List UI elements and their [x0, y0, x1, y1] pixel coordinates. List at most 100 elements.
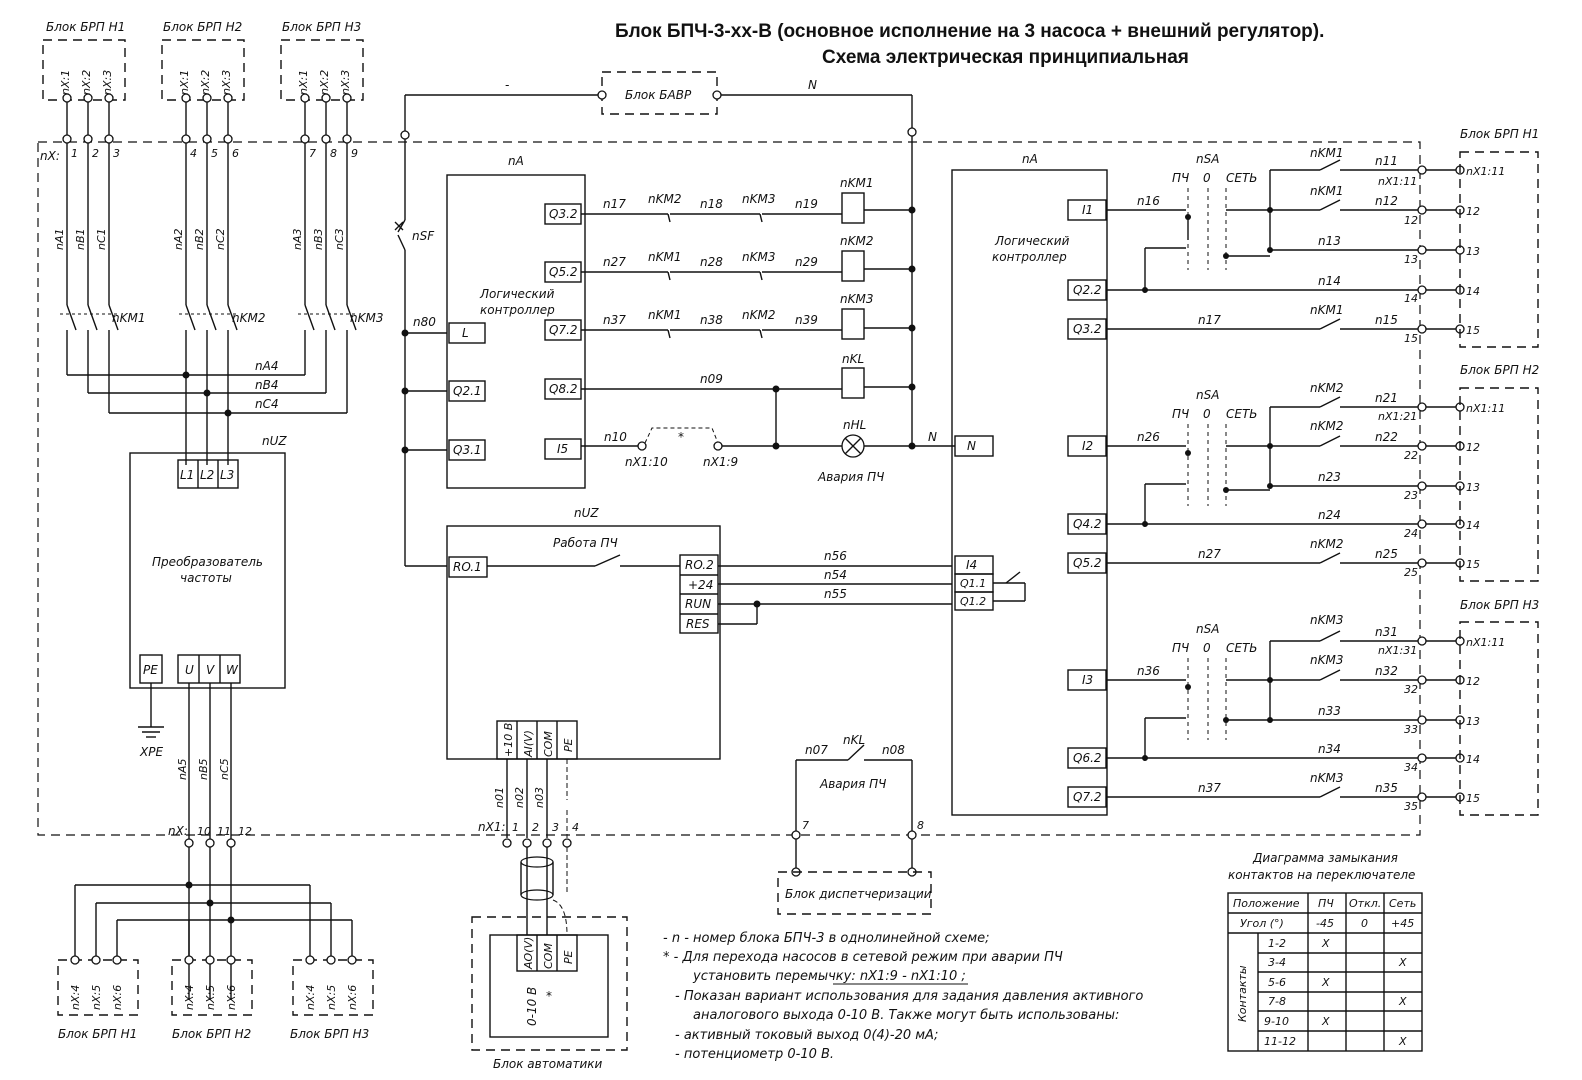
auto-t-com: COM	[542, 943, 555, 969]
kl-wire: n09	[700, 372, 723, 386]
cc-in-Q31: Q3.1	[453, 443, 482, 457]
vfd-ref: nUZ	[262, 434, 287, 448]
rung-1	[581, 192, 916, 224]
bavr-block	[400, 71, 917, 140]
rung-2	[581, 250, 916, 282]
disp-t1: 7	[802, 819, 809, 832]
cc-out-Q32: Q3.2	[549, 207, 578, 221]
phase-wires-top	[66, 98, 348, 305]
rc-name-2: контроллер	[992, 250, 1067, 264]
disp-name: Блок диспетчеризации	[785, 887, 932, 901]
rc-I1: I1	[1082, 203, 1093, 217]
r2-w3: n29	[795, 255, 818, 269]
bottom-distribution	[74, 881, 353, 958]
disp-w2: n08	[882, 743, 905, 757]
bottom-brp-1-term-2: nX:5	[90, 985, 103, 1010]
sg3-bt5: 15	[1466, 792, 1480, 805]
r1-w1: n17	[603, 197, 626, 211]
sg1-bt3: 13	[1466, 245, 1480, 258]
bottom-brp-2-term-1: nX:4	[183, 985, 196, 1010]
cc-in-L: L	[462, 326, 469, 340]
bottom-brp-1-name: Блок БРП Н1	[58, 1027, 137, 1041]
vfd-b-pe: PE	[562, 738, 575, 752]
sg3-w5: n37	[1198, 781, 1221, 795]
sg3-w4: n34	[1318, 742, 1341, 756]
sg2-p1: ПЧ	[1172, 407, 1189, 421]
vfd-b-10v: +10 В	[502, 723, 515, 757]
bus-nB4: nB4	[255, 378, 278, 392]
sg3-bt1: nX1:11	[1466, 636, 1505, 649]
rc-Q42: Q4.2	[1073, 517, 1102, 531]
note-4: - Показан вариант использования для зада…	[675, 989, 1143, 1004]
contactor-contacts	[60, 304, 357, 413]
main-term-7: 7	[309, 147, 316, 160]
vfd-ctrl-ref: nUZ	[574, 506, 599, 520]
rc-Q52: Q5.2	[1073, 556, 1102, 570]
sg1-bt2: 12	[1466, 205, 1480, 218]
auto-star: *	[546, 989, 552, 1003]
bottom-term-11: 11	[217, 825, 231, 838]
main-term-3: 3	[113, 147, 120, 160]
w-n02: n02	[513, 787, 526, 808]
note-6: - активный токовый выход 0(4)-20 мА;	[675, 1028, 938, 1043]
lamp-text: Авария ПЧ	[817, 470, 884, 484]
kl-coil: nKL	[842, 352, 864, 366]
sg1-r2: 12	[1404, 214, 1418, 227]
note-7: - потенциометр 0-10 В.	[675, 1047, 834, 1062]
lamp-label: nHL	[843, 418, 866, 432]
r1-coil: nKM1	[840, 176, 873, 190]
ground-label: XPE	[139, 745, 163, 759]
sg3-bt3: 13	[1466, 715, 1480, 728]
sg3-r4: 34	[1404, 761, 1418, 774]
ct-r1-0: 3-4	[1268, 956, 1286, 969]
top-brp-2-term-1: nX:1	[178, 70, 191, 95]
rc-I4: I4	[966, 558, 977, 572]
switch-group-3	[1106, 621, 1539, 816]
main-term-9: 9	[351, 147, 358, 160]
ct-r0-0: 1-2	[1268, 937, 1286, 950]
r1-c2: nKM3	[742, 192, 775, 206]
rung-kl	[581, 367, 916, 446]
bottom-brp-3-term-2: nX:5	[325, 985, 338, 1010]
vfd-b-com: COM	[542, 731, 555, 757]
jumper-a: nX1:10	[625, 455, 668, 469]
bottom-brp-3-name: Блок БРП Н3	[290, 1027, 369, 1041]
phase-nA3: nA3	[291, 229, 304, 251]
vfd-run-text: Работа ПЧ	[553, 536, 618, 550]
sg1-km-b: nKM1	[1310, 184, 1343, 198]
n-label-center: N	[928, 430, 937, 444]
sg2-km-a: nKM2	[1310, 381, 1343, 395]
sg3-bt4: 14	[1466, 753, 1480, 766]
ct-r3-3: X	[1398, 995, 1407, 1008]
phase-nC3: nC3	[333, 228, 346, 250]
nx-bottom-label: nX:	[168, 824, 188, 838]
disp-w1: n07	[805, 743, 828, 757]
main-term-2: 2	[92, 147, 99, 160]
nx1-t4: 4	[572, 821, 579, 834]
sg2-w2: n22	[1375, 430, 1398, 444]
ct-h-2: Откл.	[1349, 897, 1381, 910]
main-enclosure	[37, 141, 1421, 836]
bottom-brp-1-term-1: nX:4	[69, 985, 82, 1010]
switch-group-1	[1106, 151, 1539, 348]
r1-w2: n18	[700, 197, 723, 211]
nx1-t1: 1	[512, 821, 519, 834]
disp-kl: nKL	[843, 733, 865, 747]
r3-w2: n38	[700, 313, 723, 327]
r2-coil: nKM2	[840, 234, 873, 248]
bottom-brp-2-term-2: nX:5	[204, 985, 217, 1010]
r1-w3: n19	[795, 197, 818, 211]
sg2-w3: n23	[1318, 470, 1341, 484]
bottom-term-10: 10	[197, 825, 211, 838]
vfd-control-block	[446, 525, 952, 760]
ct-h-1: ПЧ	[1318, 897, 1334, 910]
sg1-bt4: 14	[1466, 285, 1480, 298]
sg1-r1: nX1:11	[1378, 175, 1417, 188]
top-brp-2-term-3: nX:3	[220, 70, 233, 95]
r3-c2: nKM2	[742, 308, 775, 322]
bus-nC4: nC4	[255, 397, 279, 411]
vfd-power-block	[129, 452, 286, 689]
nx1-t2: 2	[532, 821, 539, 834]
sg3-w1: n31	[1375, 625, 1398, 639]
rung-i5	[581, 427, 955, 458]
